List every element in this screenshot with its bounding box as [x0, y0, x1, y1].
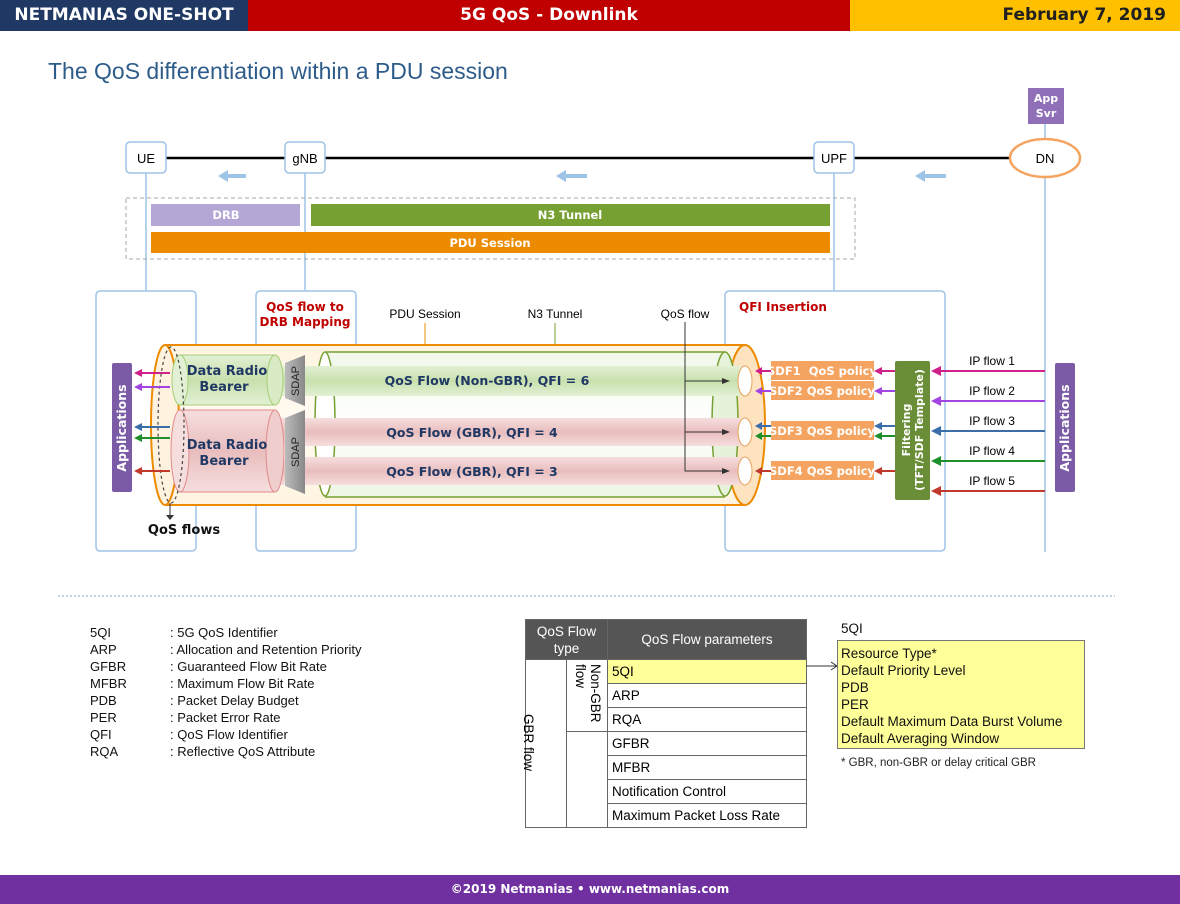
- abbr-row: 5QI: 5G QoS Identifier: [90, 625, 278, 640]
- abbr-row: MFBR: Maximum Flow Bit Rate: [90, 676, 315, 691]
- svg-text:Bearer: Bearer: [199, 454, 249, 469]
- abbr-row: GFBR: Guaranteed Flow Bit Rate: [90, 659, 327, 674]
- n3-tunnel-label: N3 Tunnel: [528, 307, 583, 321]
- fiveqi-item: PER: [841, 697, 869, 712]
- svg-text:UPF: UPF: [821, 151, 847, 166]
- ip-flow-3-label: IP flow 3: [969, 414, 1015, 428]
- sdf2-policy: SDF2 QoS policy: [769, 381, 875, 400]
- ip-flow-2-label: IP flow 2: [969, 384, 1015, 398]
- svg-text:Data Radio: Data Radio: [187, 438, 268, 453]
- svg-text:SDF1 QoS policy: SDF1 QoS policy: [767, 364, 877, 378]
- col-qos-flow-type: QoS Flow type: [525, 619, 608, 660]
- param-arp: ARP: [607, 683, 807, 708]
- app-server-node: App Svr: [1028, 88, 1064, 124]
- param-gfbr: GFBR: [607, 731, 807, 756]
- abbr-row: RQA: Reflective QoS Attribute: [90, 744, 316, 759]
- ip-flow-1-label: IP flow 1: [969, 354, 1015, 368]
- svg-text:PDU Session: PDU Session: [449, 236, 530, 250]
- server-applications: Applications: [1055, 363, 1075, 492]
- svg-text:gNB: gNB: [292, 151, 317, 166]
- non-gbr-flow-label: Non-GBR flow: [573, 664, 603, 723]
- ue-node: UE: [125, 141, 167, 174]
- svg-text:QoS Flow (GBR), QFI = 4: QoS Flow (GBR), QFI = 4: [386, 425, 558, 440]
- qos-parameters-table: QoS Flow type QoS Flow parameters GBR fl…: [521, 619, 807, 828]
- gnb-node: gNB: [284, 141, 326, 174]
- svg-text:Svr: Svr: [1036, 107, 1057, 120]
- svg-text:QoS Flow (GBR), QFI = 3: QoS Flow (GBR), QFI = 3: [386, 464, 558, 479]
- svg-text:SDF3 QoS policy: SDF3 QoS policy: [769, 424, 875, 438]
- fiveqi-title: 5QI: [841, 621, 863, 636]
- svg-text:SDAP: SDAP: [290, 366, 302, 396]
- page-title: The QoS differentiation within a PDU ses…: [48, 58, 508, 84]
- fiveqi-item: Default Maximum Data Burst Volume: [841, 714, 1063, 729]
- abbr-row: QFI: QoS Flow Identifier: [90, 727, 288, 742]
- drb-bar: DRB: [151, 204, 300, 226]
- filtering-box: Filtering (TFT/SDF Template): [895, 361, 930, 500]
- col-qos-flow-parameters: QoS Flow parameters: [607, 619, 807, 660]
- dn-node: DN: [1008, 137, 1082, 179]
- footer: ©2019 Netmanias • www.netmanias.com: [0, 875, 1180, 904]
- drb-gbr: Data Radio Bearer: [170, 409, 285, 493]
- abbr-row: PDB: Packet Delay Budget: [90, 693, 299, 708]
- header-topic: 5G QoS - Downlink: [248, 0, 850, 31]
- header-date: February 7, 2019: [850, 0, 1180, 31]
- n3-tunnel-bar: N3 Tunnel: [311, 204, 830, 226]
- ip-flow-4-label: IP flow 4: [969, 444, 1015, 458]
- drb-non-gbr: Data Radio Bearer: [171, 354, 284, 406]
- svg-text:Filtering: Filtering: [900, 404, 913, 457]
- qos-to-drb-label: QoS flow to: [266, 300, 344, 314]
- abbr-row: PER: Packet Error Rate: [90, 710, 281, 725]
- ue-applications: Applications: [112, 363, 132, 492]
- qos-flow-label: QoS flow: [661, 307, 710, 321]
- svg-text:SDF2 QoS policy: SDF2 QoS policy: [769, 384, 875, 398]
- svg-text:SDF4 QoS policy: SDF4 QoS policy: [769, 464, 875, 478]
- qos-flows-marker: [157, 346, 185, 504]
- header-brand: NETMANIAS ONE-SHOT: [0, 0, 248, 31]
- downlink-arrows: [218, 170, 946, 182]
- fiveqi-box: Resource Type* Default Priority Level PD…: [837, 640, 1085, 749]
- param-max-packet-loss-rate: Maximum Packet Loss Rate: [607, 803, 807, 828]
- svg-text:(TFT/SDF Template): (TFT/SDF Template): [913, 369, 926, 491]
- svg-text:Applications: Applications: [114, 384, 129, 471]
- svg-text:QoS Flow (Non-GBR), QFI = 6: QoS Flow (Non-GBR), QFI = 6: [385, 373, 590, 388]
- fiveqi-connector: [806, 661, 838, 671]
- fiveqi-item: PDB: [841, 680, 869, 695]
- ip-flow-5-label: IP flow 5: [969, 474, 1015, 488]
- param-notification-control: Notification Control: [607, 779, 807, 804]
- svg-text:N3 Tunnel: N3 Tunnel: [538, 208, 603, 222]
- svg-text:SDAP: SDAP: [290, 437, 302, 467]
- abbreviation-list: 5QI: 5G QoS Identifier ARP: Allocation a…: [90, 625, 362, 761]
- param-5qi: 5QI: [607, 659, 807, 684]
- fiveqi-item: Default Averaging Window: [841, 731, 1000, 746]
- svg-text:Bearer: Bearer: [199, 380, 249, 395]
- svg-text:DRB: DRB: [212, 208, 239, 222]
- pdu-session-bar: PDU Session: [151, 232, 830, 253]
- param-mfbr: MFBR: [607, 755, 807, 780]
- svg-text:App: App: [1034, 92, 1058, 105]
- qos-flows-label: QoS flows: [148, 523, 220, 538]
- svg-text:Data Radio: Data Radio: [187, 364, 268, 379]
- svg-text:UE: UE: [137, 151, 155, 166]
- upf-node: UPF: [813, 141, 855, 174]
- sdf1-policy: SDF1 QoS policy: [767, 361, 877, 380]
- gbr-flow-label: GBR flow: [521, 714, 536, 772]
- qos-diagram: UE gNB UPF DN App Svr DRB N3 Tunnel PDU …: [58, 88, 1115, 597]
- sdf4-policy: SDF4 QoS policy: [769, 461, 875, 480]
- fiveqi-note: * GBR, non-GBR or delay critical GBR: [841, 757, 1036, 769]
- fiveqi-item: Default Priority Level: [841, 663, 966, 678]
- abbr-row: ARP: Allocation and Retention Priority: [90, 642, 362, 657]
- qfi-insertion-label: QFI Insertion: [739, 300, 827, 314]
- svg-text:DN: DN: [1036, 151, 1055, 166]
- sdap-2: SDAP: [285, 410, 305, 494]
- sdap-1: SDAP: [285, 355, 305, 406]
- svg-text:Applications: Applications: [1057, 384, 1072, 471]
- svg-text:DRB Mapping: DRB Mapping: [260, 315, 351, 329]
- param-rqa: RQA: [607, 707, 807, 732]
- sdf3-policy: SDF3 QoS policy: [769, 421, 875, 440]
- fiveqi-item: Resource Type*: [841, 646, 937, 661]
- pdu-session-label: PDU Session: [389, 307, 460, 321]
